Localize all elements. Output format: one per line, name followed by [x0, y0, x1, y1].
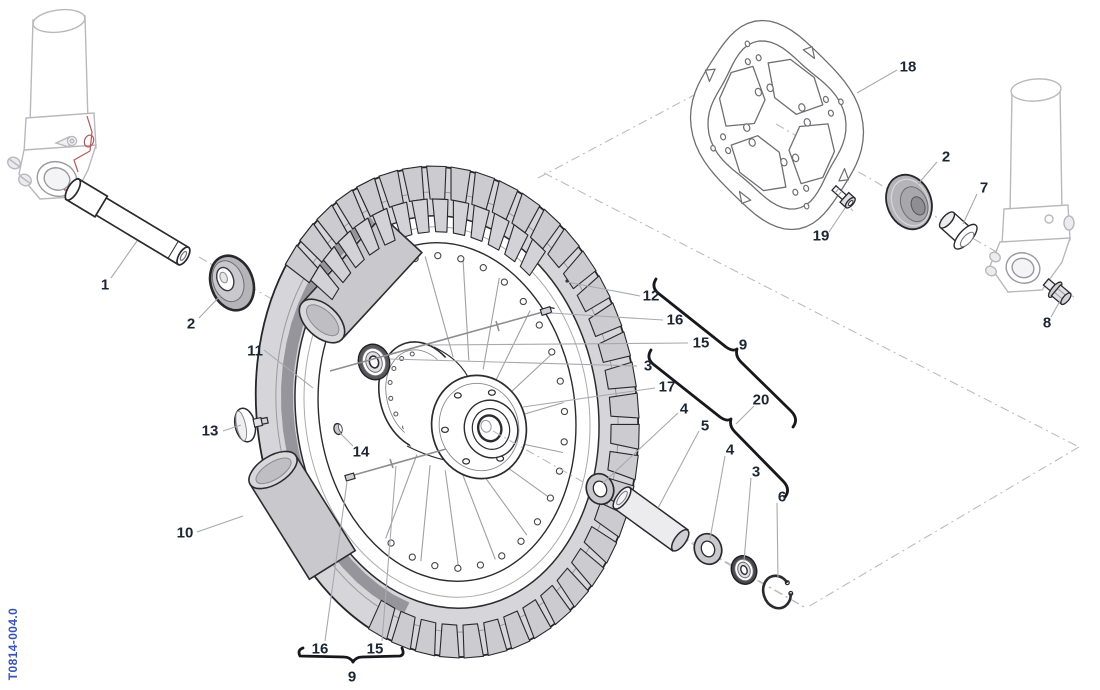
leader-lines [110, 69, 1061, 642]
washer-4a [585, 472, 615, 506]
axle-bolt [1042, 278, 1072, 306]
bearing-3b [730, 555, 758, 585]
callout-3: 3 [751, 463, 761, 481]
callout-14: 14 [352, 443, 370, 461]
dust-seal-left [208, 254, 256, 312]
callout-1: 1 [100, 276, 110, 294]
callout-16: 16 [666, 311, 684, 329]
inner-tube-upper [298, 214, 423, 344]
callout-11: 11 [247, 342, 263, 360]
callout-4: 4 [679, 400, 689, 418]
fork-leg-right [985, 78, 1075, 293]
callout-16: 16 [311, 640, 329, 658]
callout-8: 8 [1042, 314, 1052, 332]
callout-9: 9 [347, 668, 357, 686]
spoke-nipple-14 [333, 422, 343, 436]
fork-leg-left [7, 8, 97, 200]
callout-9: 9 [738, 336, 748, 354]
front-axle [64, 177, 191, 266]
callout-20: 20 [752, 391, 770, 409]
callout-18: 18 [899, 58, 917, 76]
brace-20 [647, 348, 789, 499]
callout-4: 4 [725, 441, 735, 459]
callout-7: 7 [979, 179, 989, 197]
spoke-nipple-upper [539, 305, 555, 317]
callout-5: 5 [700, 417, 710, 435]
bushing [938, 211, 978, 250]
caliper-lug-bolts [7, 156, 32, 187]
callout-12: 12 [642, 287, 660, 305]
rim-band [281, 216, 410, 614]
brake-disc [663, 0, 891, 253]
inner-tube-lower [248, 450, 357, 581]
spacer-tube-5 [612, 486, 690, 552]
callout-13: 13 [201, 422, 219, 440]
rim-lock [233, 407, 269, 443]
callout-6: 6 [777, 488, 787, 506]
callout-17: 17 [658, 378, 676, 396]
callout-15: 15 [366, 640, 384, 658]
callout-2: 2 [186, 315, 196, 333]
spoke-nipple-holes [387, 252, 569, 572]
callout-19: 19 [812, 227, 830, 245]
spoke-nipple-lower [344, 472, 356, 482]
wheel-hub [377, 341, 528, 480]
wheel-bearing-left [357, 343, 391, 381]
loose-spoke-upper [329, 305, 555, 372]
hub-cap [885, 173, 933, 231]
callout-15: 15 [692, 334, 710, 352]
loose-spoke-lower [344, 448, 447, 482]
group-braces [297, 277, 797, 664]
washer-4b [693, 532, 723, 566]
disc-bolt [831, 184, 856, 209]
callout-3: 3 [643, 357, 653, 375]
brace-9-right [652, 277, 797, 429]
tire-tread-blocks-over-tube [284, 177, 396, 301]
brace-9-bottom [297, 646, 405, 664]
callout-2: 2 [941, 148, 951, 166]
wheel-spokes [385, 256, 564, 569]
callout-10: 10 [176, 524, 194, 542]
drawing-code: T0814-004.0 [6, 607, 20, 681]
